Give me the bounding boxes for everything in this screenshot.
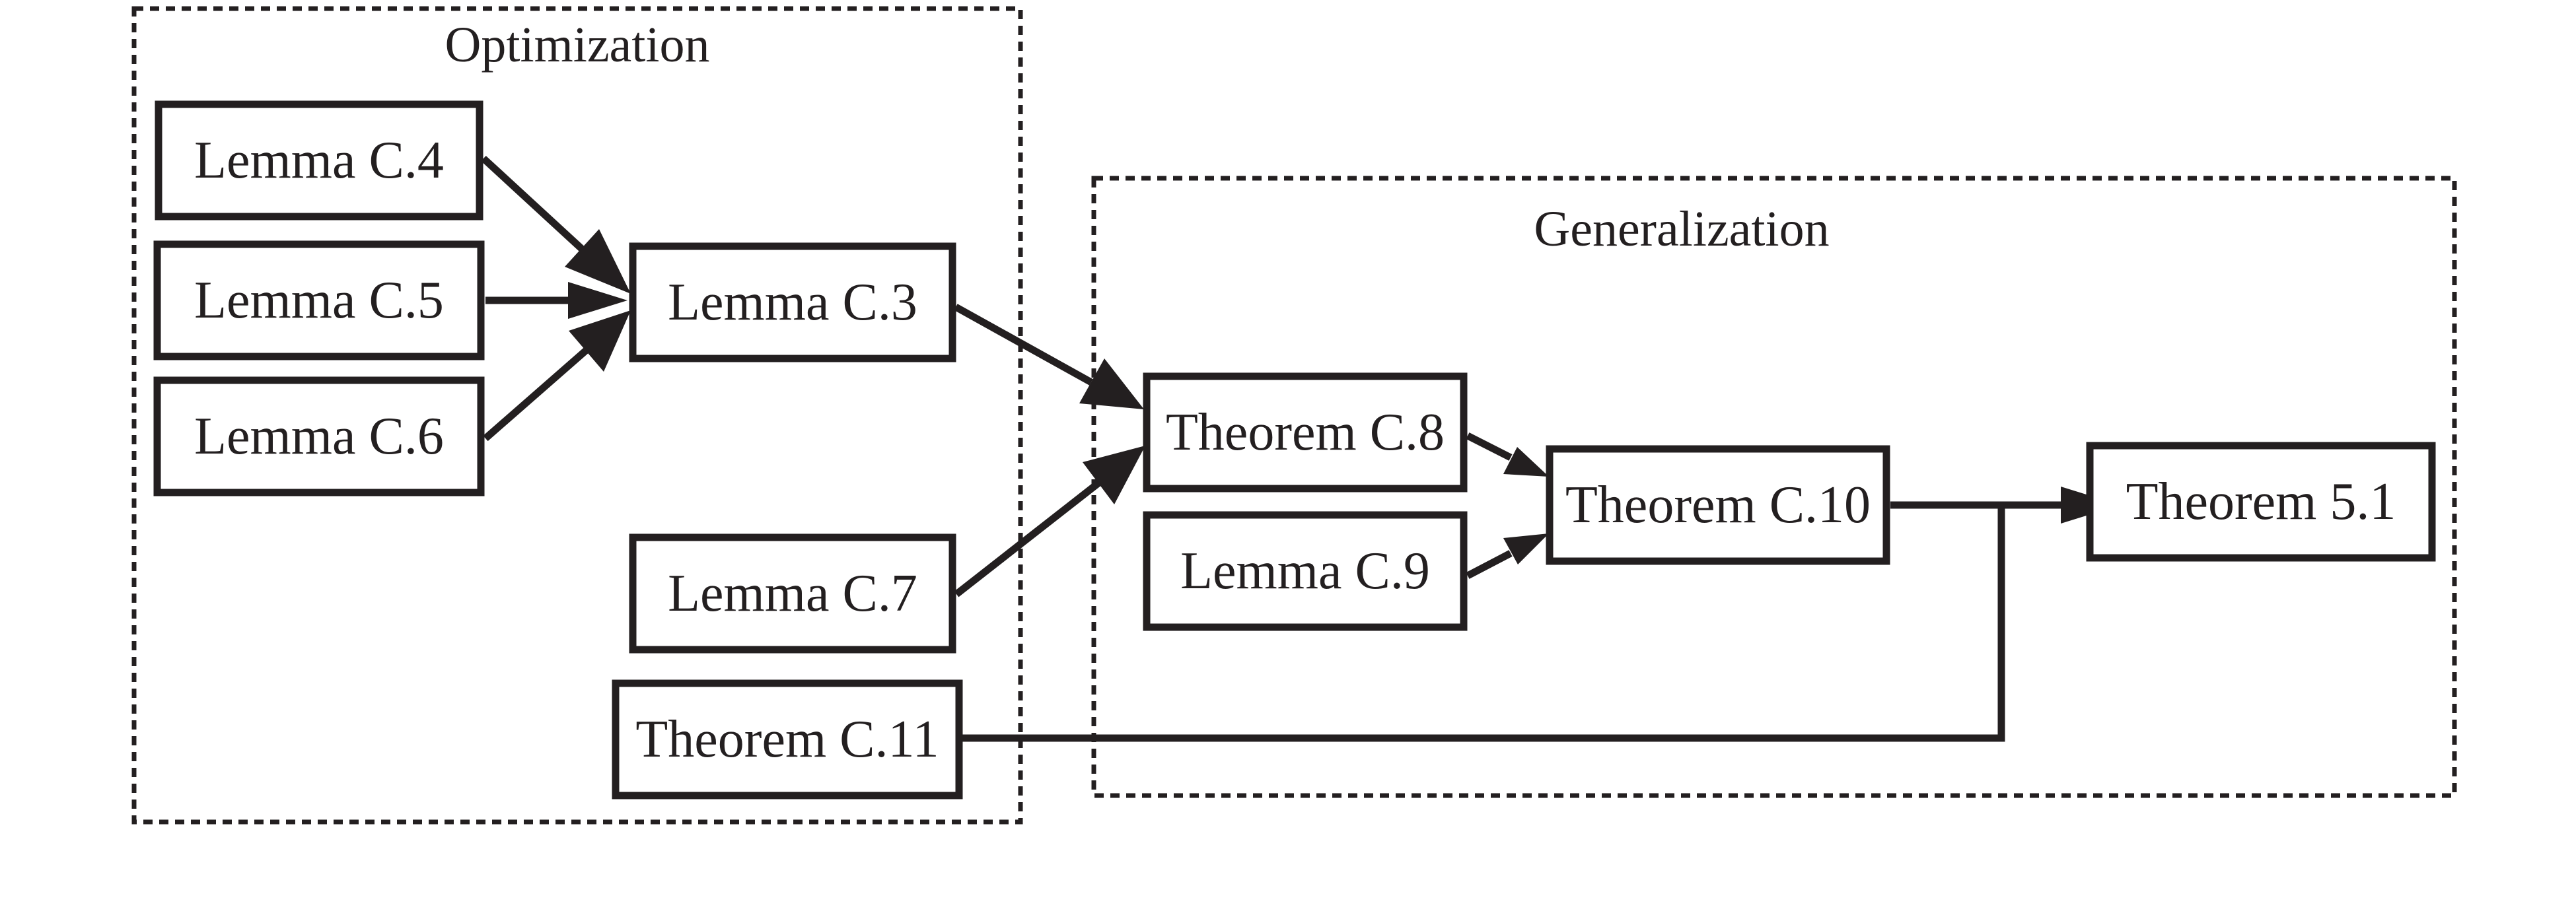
edge-theorem-c11-to-theorem-5-1 xyxy=(961,502,2005,742)
node-lemma-c5: Lemma C.5 xyxy=(153,240,485,360)
node-lemma-c7: Lemma C.7 xyxy=(629,533,956,654)
generalization-group-title: Generalization xyxy=(1534,201,1829,257)
edge-lemma-c5-to-lemma-c3 xyxy=(485,282,627,319)
node-lemma-c3-label: Lemma C.3 xyxy=(668,273,917,331)
node-theorem-c8-label: Theorem C.8 xyxy=(1166,403,1445,461)
node-lemma-c6-label: Lemma C.6 xyxy=(194,407,444,465)
node-theorem-5-1: Theorem 5.1 xyxy=(2086,442,2436,562)
node-lemma-c3: Lemma C.3 xyxy=(629,242,956,362)
node-lemma-c6: Lemma C.6 xyxy=(153,376,485,496)
edge-lemma-c3-to-theorem-c8 xyxy=(954,304,1144,409)
optimization-group-border xyxy=(131,6,1023,825)
edge-lemma-c9-to-theorem-c10 xyxy=(1466,533,1549,579)
node-lemma-c9-label: Lemma C.9 xyxy=(1180,542,1430,600)
edge-lemma-c7-to-theorem-c8 xyxy=(954,446,1145,597)
node-theorem-c11-label: Theorem C.11 xyxy=(635,710,939,768)
node-lemma-c4: Lemma C.4 xyxy=(155,100,483,221)
node-theorem-c10-label: Theorem C.10 xyxy=(1565,476,1871,534)
edge-theorem-c8-to-theorem-c10 xyxy=(1466,432,1549,477)
node-lemma-c5-label: Lemma C.5 xyxy=(194,271,444,329)
optimization-group: Optimization xyxy=(131,6,1023,825)
node-theorem-c8: Theorem C.8 xyxy=(1143,372,1468,493)
edge-lemma-c4-to-lemma-c3 xyxy=(481,155,631,294)
node-theorem-5-1-label: Theorem 5.1 xyxy=(2126,473,2396,531)
node-lemma-c7-label: Lemma C.7 xyxy=(668,564,917,623)
node-lemma-c4-label: Lemma C.4 xyxy=(194,131,444,189)
edge-theorem-c10-to-theorem-5-1 xyxy=(1890,487,2120,524)
node-lemma-c9: Lemma C.9 xyxy=(1143,511,1468,631)
node-theorem-c10: Theorem C.10 xyxy=(1546,445,1890,565)
optimization-group-title: Optimization xyxy=(445,17,709,73)
edge-lemma-c6-to-lemma-c3 xyxy=(483,310,631,442)
node-theorem-c11: Theorem C.11 xyxy=(612,679,963,800)
